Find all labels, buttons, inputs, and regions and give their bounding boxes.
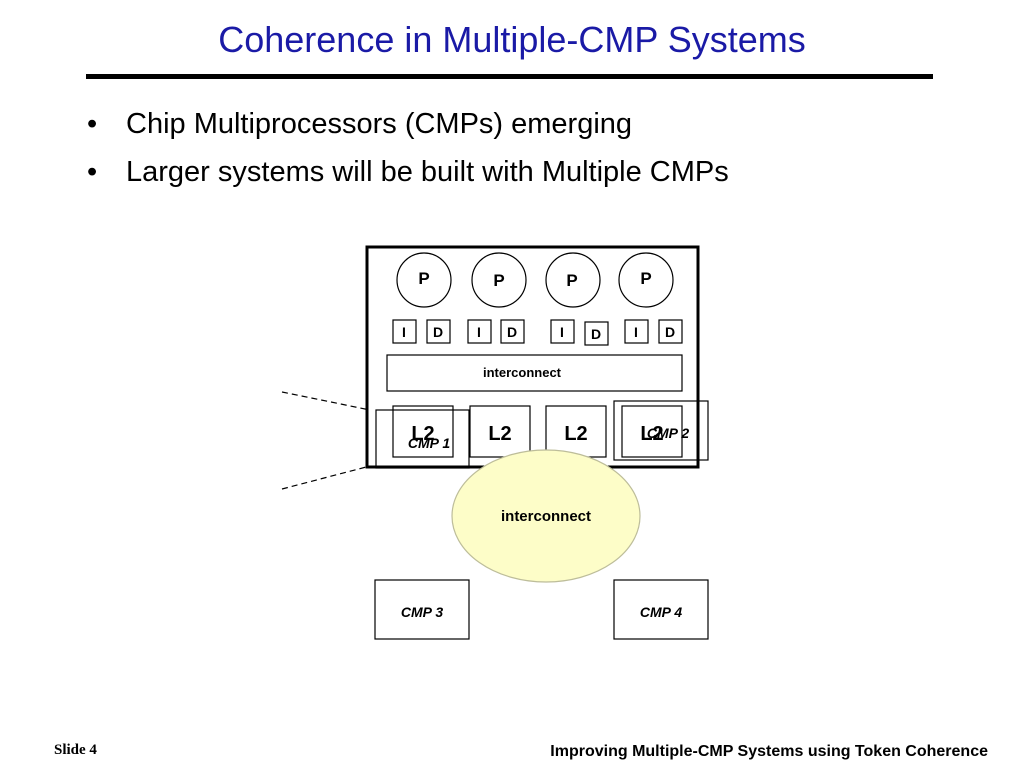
onchip-interconnect-label: interconnect: [483, 365, 562, 380]
cmp-2-label: CMP 2: [647, 425, 689, 441]
cmp-3-box: [374, 579, 470, 640]
l2-label: L2: [564, 423, 587, 445]
dcache-label: D: [433, 324, 443, 340]
title-rule: [86, 74, 933, 79]
bullet-list: • Chip Multiprocessors (CMPs) emerging • L…: [84, 100, 729, 196]
processor-label: P: [493, 271, 504, 290]
icache-box: [550, 319, 575, 344]
processor-1: P: [396, 252, 452, 308]
dcache-label: D: [507, 324, 517, 340]
l2-label: L2: [411, 423, 434, 445]
dcache-box: [658, 319, 683, 344]
zoom-line-top: [281, 391, 371, 411]
dcache-box: [426, 319, 451, 344]
processor-2: P: [471, 252, 527, 308]
icache-label: I: [634, 324, 638, 340]
icache-label: I: [560, 324, 564, 340]
icache-label: I: [402, 324, 406, 340]
processor-3: P: [545, 252, 601, 308]
bullet-dot: •: [87, 156, 98, 188]
processor-label: P: [640, 269, 651, 288]
dcache-box: [500, 319, 525, 344]
cmp-1-label: CMP 1: [408, 435, 450, 451]
zoom-line-bottom: [281, 465, 371, 490]
cmp-1-box: [375, 409, 470, 469]
system-interconnect: [451, 449, 641, 583]
l2-bank-2: [469, 405, 531, 458]
processor-label: P: [566, 271, 577, 290]
bullet-item: • Larger systems will be built with Multi…: [84, 148, 729, 196]
bullet-item: • Chip Multiprocessors (CMPs) emerging: [84, 100, 729, 148]
processor-4: P: [618, 252, 674, 308]
cmp-4-box: [613, 579, 709, 640]
l2-label: L2: [488, 423, 511, 445]
slide-title: Coherence in Multiple-CMP Systems: [218, 19, 806, 60]
onchip-interconnect-bar: [386, 354, 683, 392]
cmp-4-label: CMP 4: [640, 604, 682, 620]
bullet-text: Chip Multiprocessors (CMPs) emerging: [126, 108, 633, 140]
cmp-2-box: [613, 400, 709, 461]
icache-box: [392, 319, 417, 344]
l1-caches: I D I D I D I D: [392, 319, 683, 346]
system-interconnect-label: interconnect: [501, 508, 591, 525]
footer-deck-title: Improving Multiple-CMP Systems using Tok…: [550, 743, 988, 760]
dcache-label: D: [665, 324, 675, 340]
icache-box: [467, 319, 492, 344]
processor-label: P: [418, 269, 429, 288]
bullet-text: Larger systems will be built with Multip…: [126, 156, 729, 188]
slide-number: Slide 4: [54, 742, 97, 758]
l2-label: L2: [640, 423, 663, 445]
l2-bank-4: [621, 405, 683, 458]
dcache-box: [584, 321, 609, 346]
bullet-dot: •: [87, 108, 98, 140]
cmp-3-label: CMP 3: [401, 604, 443, 620]
icache-box: [624, 319, 649, 344]
l2-bank-3: [545, 405, 607, 458]
dcache-label: D: [591, 326, 601, 342]
icache-label: I: [477, 324, 481, 340]
l2-bank-1: [392, 405, 454, 458]
